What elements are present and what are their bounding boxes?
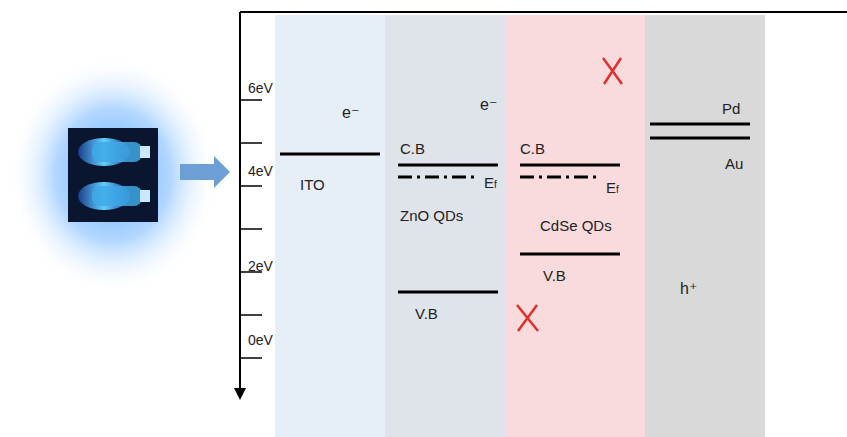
material-band: ZnO QDs [385,15,505,437]
carrier-label: e⁻ [480,96,497,114]
band-label: C.B [400,141,425,158]
material-label: Pd [722,101,740,118]
material-label: CdSe QDs [540,218,612,235]
fermi-label: Ef [606,180,619,197]
band-label: V.B [543,268,566,285]
material-band: PdAu [645,15,765,437]
material-label: ZnO QDs [400,208,463,225]
blocked-cross [517,58,622,331]
axis-ticks [240,100,262,358]
band-label: V.B [415,306,438,323]
fermi-label: Ef [484,175,497,192]
material-band: CdSe QDs [505,15,645,437]
axis-label: 0eV [248,333,273,348]
axis-label: 4eV [248,164,273,179]
axis-label: 6eV [248,81,273,96]
material-label: Au [725,156,743,173]
material-label: ITO [300,177,325,194]
axis-label: 2eV [248,259,273,274]
carrier-label: h⁺ [680,280,697,298]
carrier-label: e⁻ [342,104,359,122]
light-arrow [180,156,230,188]
material-band: ITO [275,15,385,437]
band-label: C.B [520,141,545,158]
